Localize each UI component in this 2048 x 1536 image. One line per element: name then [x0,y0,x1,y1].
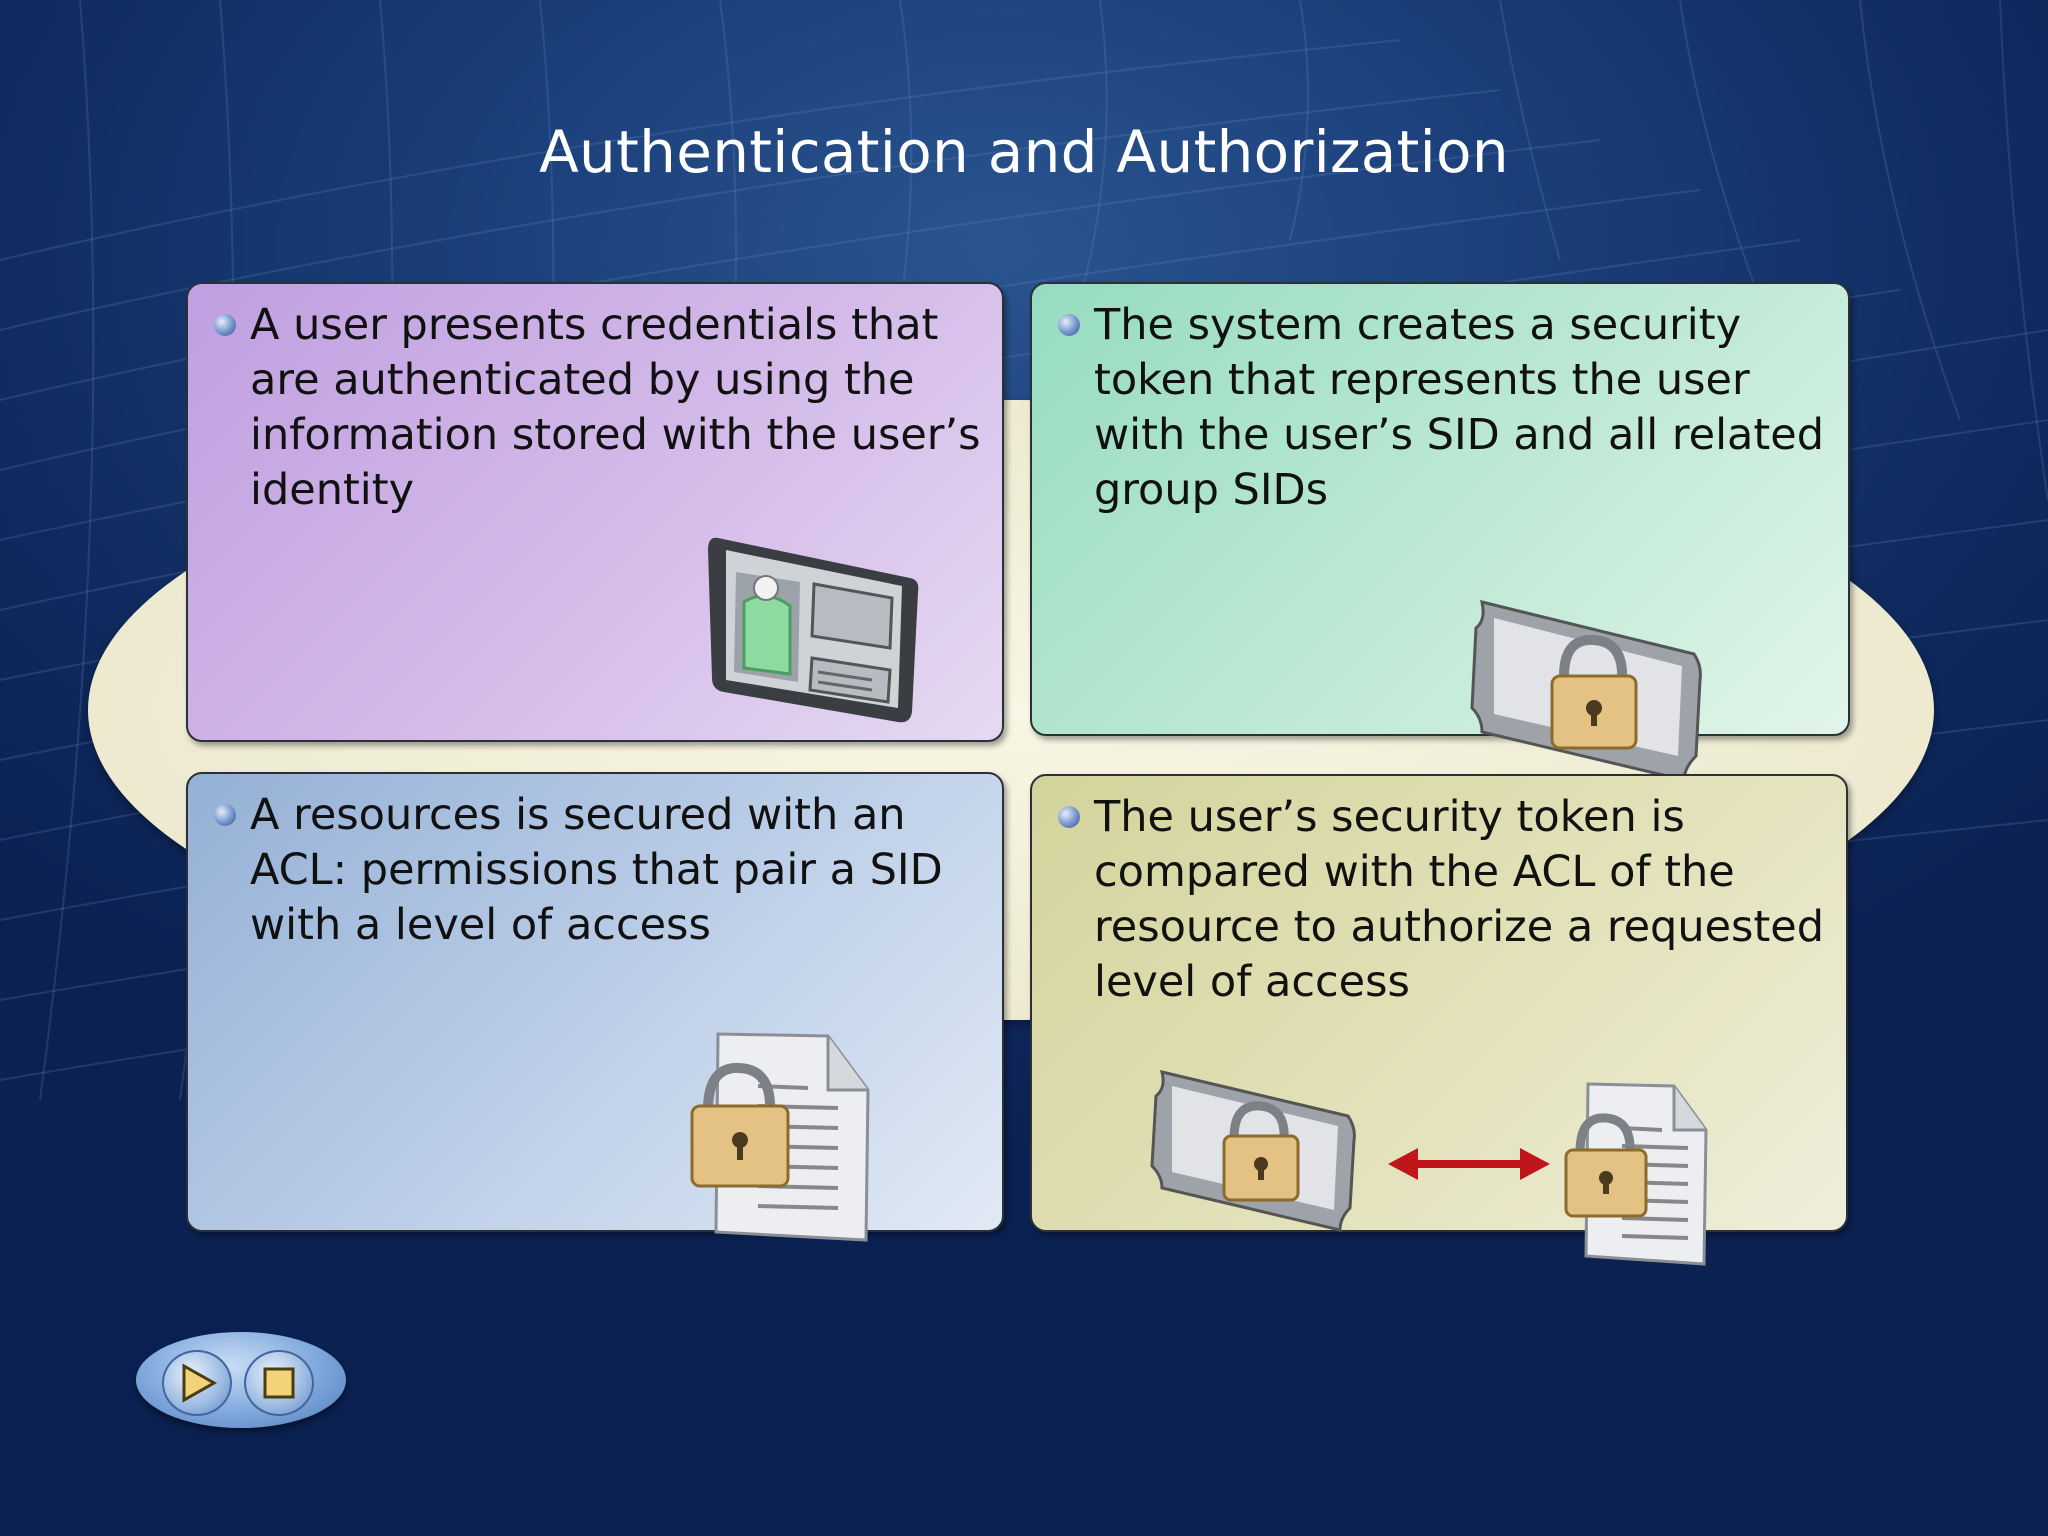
locked-document-icon [690,1032,870,1242]
security-token-icon [1150,1069,1356,1232]
bullet-icon [1058,806,1080,828]
panel-text: A user presents credentials that are aut… [250,300,981,515]
bullet-icon [214,314,236,336]
panel-security-token: The system creates a security token that… [1030,282,1850,782]
panel-authorization: The user’s security token is compared wi… [1030,774,1848,1266]
panel-text: The system creates a security token that… [1094,300,1824,515]
panel-acl: A resources is secured with an ACL: perm… [186,772,1004,1242]
panel-text: A resources is secured with an ACL: perm… [250,790,943,950]
locked-document-icon [1564,1082,1708,1266]
bullet-icon [214,804,236,826]
panel-text: The user’s security token is compared wi… [1094,792,1825,1007]
play-icon [182,1363,218,1403]
stop-button[interactable] [244,1350,314,1416]
id-card-icon [708,537,919,723]
security-token-icon [1470,599,1702,782]
slide-title: Authentication and Authorization [539,118,1509,186]
double-arrow-icon [1388,1148,1550,1180]
stop-icon [263,1367,295,1399]
play-button[interactable] [162,1350,232,1416]
panel-authentication: A user presents credentials that are aut… [186,282,1004,742]
bullet-icon [1058,314,1080,336]
